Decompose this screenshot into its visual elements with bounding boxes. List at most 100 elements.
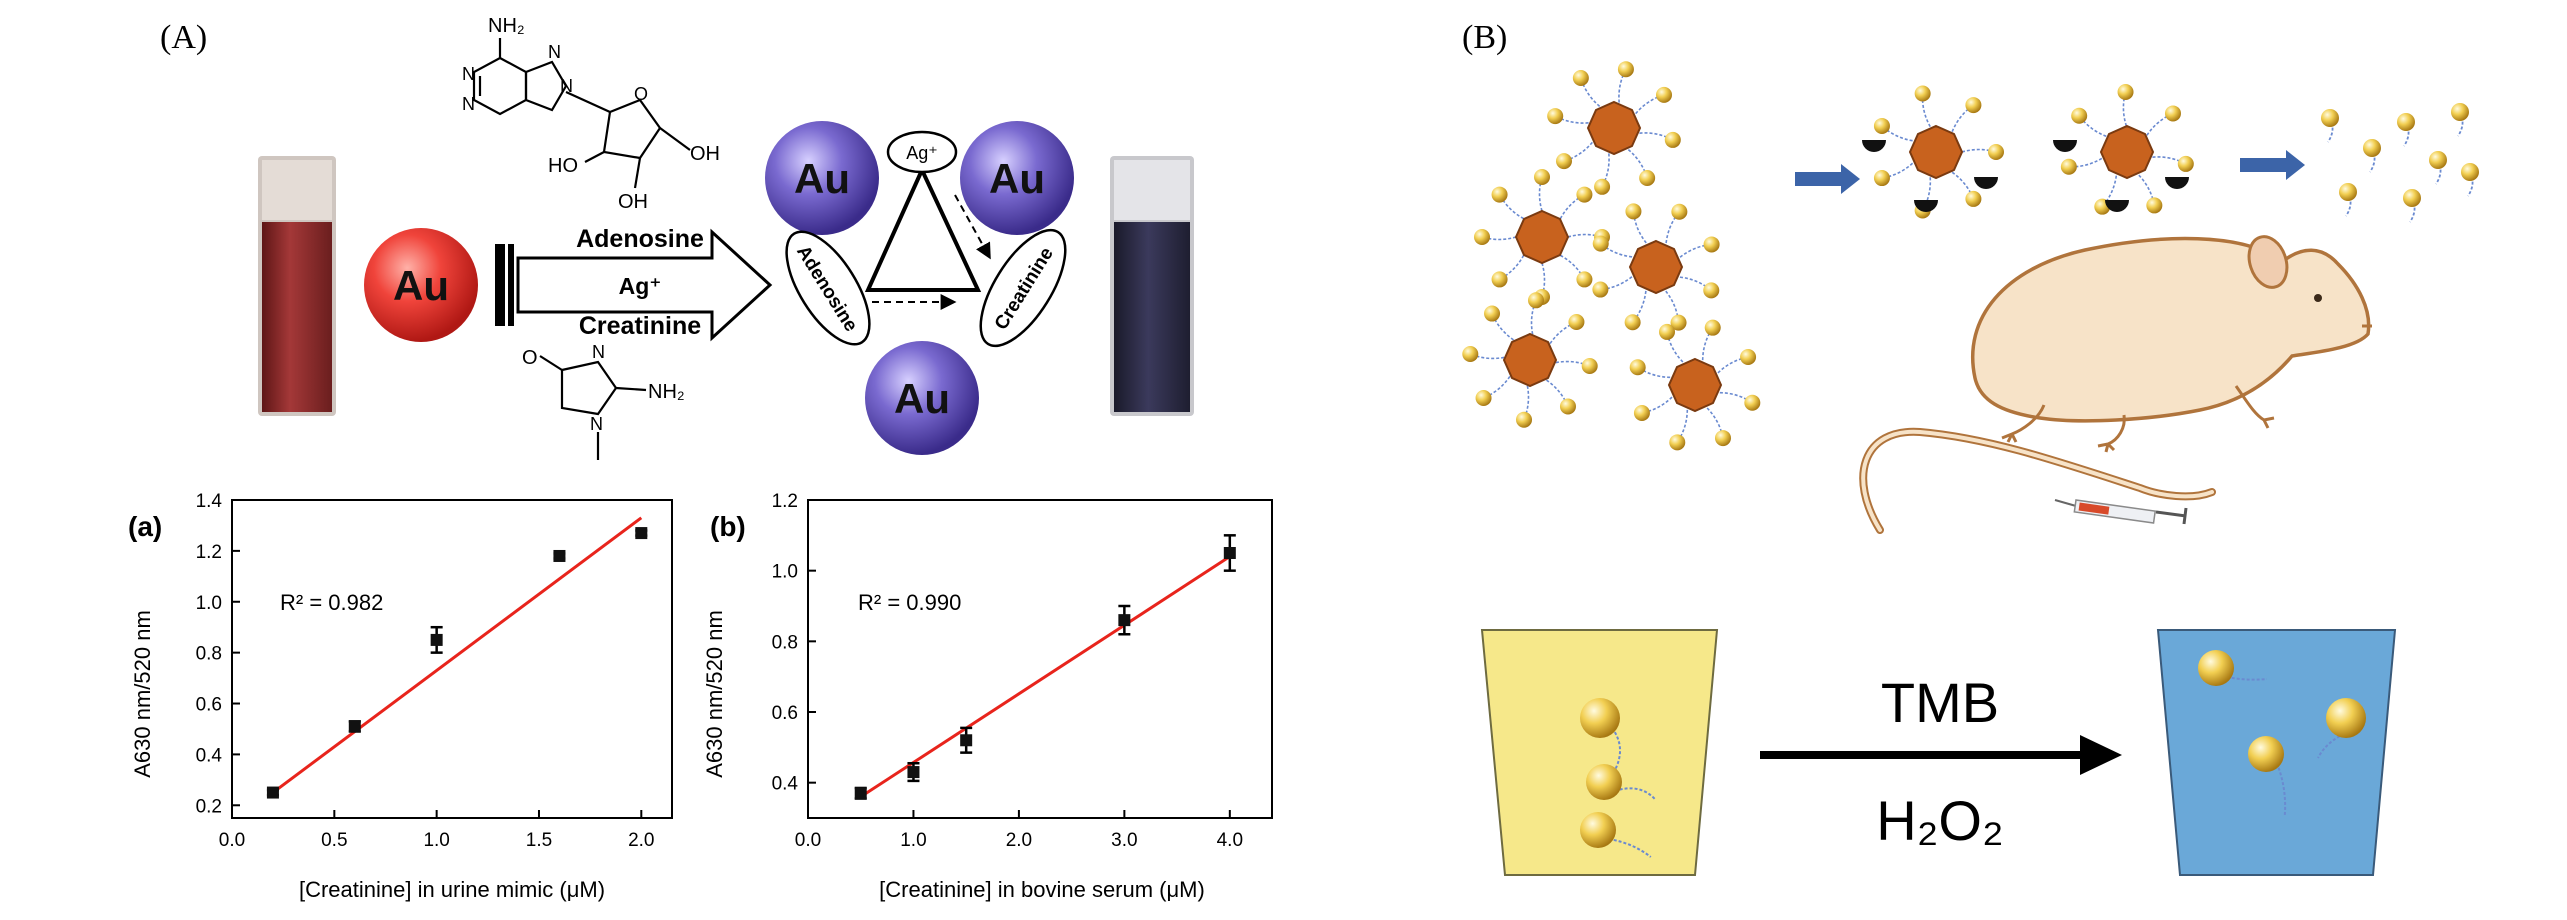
x-tick-label: 2.0 — [628, 830, 654, 851]
ligand-ball — [1576, 271, 1593, 288]
purple-au-label-bottom: Au — [894, 375, 950, 422]
chart-b-xlabel: [Creatinine] in bovine serum (μM) — [879, 877, 1205, 902]
free-ligand-ball — [2363, 139, 2381, 157]
free-ligand-ball — [2451, 103, 2469, 121]
enzyme-pacman — [2053, 140, 2077, 152]
cup-blue-particles — [2198, 650, 2366, 816]
svg-text:N: N — [560, 76, 573, 96]
nanoparticle-core — [2100, 125, 2154, 179]
y-tick-label: 0.6 — [196, 695, 222, 716]
arrow-label-ag: Ag⁺ — [619, 273, 662, 299]
data-point — [348, 720, 361, 733]
free-ligand-ball — [2429, 151, 2447, 169]
functionalized-nanoparticle — [1629, 319, 1761, 451]
ligand-ball — [1594, 178, 1611, 195]
tmb-reaction-arrow: TMB H₂O₂ — [1760, 671, 2122, 852]
x-tick-label: 0.0 — [795, 830, 821, 851]
gold-particle — [2248, 736, 2284, 772]
gold-particle — [1586, 764, 1622, 800]
svg-text:N: N — [592, 342, 605, 362]
ligand-ball — [1659, 323, 1676, 340]
functionalized-nanoparticle — [1547, 61, 1681, 195]
reaction-arrow: Adenosine Ag⁺ Creatinine — [495, 225, 773, 342]
svg-text:OH: OH — [690, 143, 720, 165]
free-ligand-ball — [2339, 183, 2357, 201]
svg-text:N: N — [462, 94, 475, 114]
nanoparticle-core — [1909, 125, 1963, 179]
y-tick-label: 1.4 — [196, 491, 223, 512]
ligand-ball — [1516, 411, 1533, 428]
enzyme-pacman — [2165, 177, 2189, 189]
purple-au-left — [765, 121, 879, 235]
aggregation-scheme: Au Au Au Ag⁺ Adenosine Creatinine — [765, 121, 1074, 455]
data-point — [430, 633, 443, 646]
ligand-ball — [1592, 235, 1609, 252]
ligand-ball — [2177, 155, 2194, 172]
ligand-ball — [1491, 271, 1508, 288]
functionalized-nanoparticle — [1592, 203, 1720, 331]
transition-arrow-1 — [1795, 164, 1860, 194]
arrow-label-creatinine: Creatinine — [579, 312, 701, 340]
chart-a-r2: R² = 0.982 — [280, 590, 383, 615]
triangle-ag-node: Ag⁺ — [906, 143, 938, 163]
x-tick-label: 3.0 — [1111, 830, 1137, 851]
purple-au-label-right: Au — [989, 155, 1045, 202]
ligand-ball — [2164, 105, 2181, 122]
ligand-ball — [1572, 69, 1589, 86]
nanoparticle-core — [1515, 210, 1569, 264]
ligand-ball — [1633, 404, 1650, 421]
ligand-ball — [1656, 86, 1673, 103]
particle-ligand — [1614, 787, 1656, 800]
enzyme-pacman — [2105, 200, 2129, 212]
ligand-ball — [2146, 197, 2163, 214]
panel-a-label: (A) — [160, 19, 207, 56]
red-gold-nanoparticle: Au — [364, 228, 478, 342]
enzyme-pacman — [1914, 200, 1938, 212]
svg-text:N: N — [590, 414, 603, 434]
functionalized-nanoparticle — [1474, 169, 1610, 305]
adenosine-structure: NH₂ N N N N O OH HO OH — [462, 15, 720, 213]
y-tick-label: 1.0 — [772, 562, 798, 583]
svg-text:NH₂: NH₂ — [648, 381, 685, 403]
svg-text:O: O — [522, 347, 538, 369]
particle-ligand — [1608, 838, 1652, 858]
ligand-ball — [2117, 84, 2134, 101]
transition-arrow-2 — [2240, 150, 2305, 180]
chart-a-panel-label: (a) — [128, 511, 162, 542]
chart-b-r2: R² = 0.990 — [858, 590, 961, 615]
data-point — [854, 787, 867, 800]
data-point — [553, 549, 566, 562]
ligand-ball — [1703, 236, 1720, 253]
ligand-ball — [1484, 305, 1501, 322]
plot-frame — [231, 499, 673, 819]
data-point — [635, 527, 648, 540]
svg-text:N: N — [548, 42, 561, 62]
gold-particle — [1580, 812, 1616, 848]
red-solution-vial — [258, 156, 336, 416]
y-tick-label: 0.6 — [772, 703, 798, 724]
linear-fit-line — [859, 555, 1231, 799]
y-tick-label: 1.0 — [196, 593, 222, 614]
chart-urine-mimic: (a) R² = 0.982 [Creatinine] in urine mim… — [128, 491, 673, 902]
chart-b-ylabel: A630 nm/520 nm — [702, 610, 727, 778]
purple-au-bottom — [865, 341, 979, 455]
cup-yellow-particles — [1580, 698, 1656, 858]
y-tick-label: 0.4 — [196, 745, 223, 766]
ligand-ball — [1670, 314, 1687, 331]
free-ligands — [2321, 103, 2479, 223]
panel-b: (B) — [1462, 19, 2479, 876]
ligand-ball — [1873, 170, 1890, 187]
ligand-ball — [1474, 229, 1490, 245]
linear-fit-line — [272, 516, 643, 794]
ligand-ball — [1639, 170, 1656, 187]
chart-b-panel-label: (b) — [710, 511, 746, 542]
ligand-ball — [1744, 394, 1761, 411]
yellow-cup — [1480, 629, 1719, 876]
ligand-ball — [1671, 203, 1688, 220]
ligand-ball — [1617, 61, 1634, 78]
ligand-ball — [1914, 85, 1931, 102]
functionalized-nanoparticle — [1462, 292, 1598, 428]
ligand-ball — [1559, 398, 1576, 415]
syringe-illustration — [2054, 499, 2188, 525]
